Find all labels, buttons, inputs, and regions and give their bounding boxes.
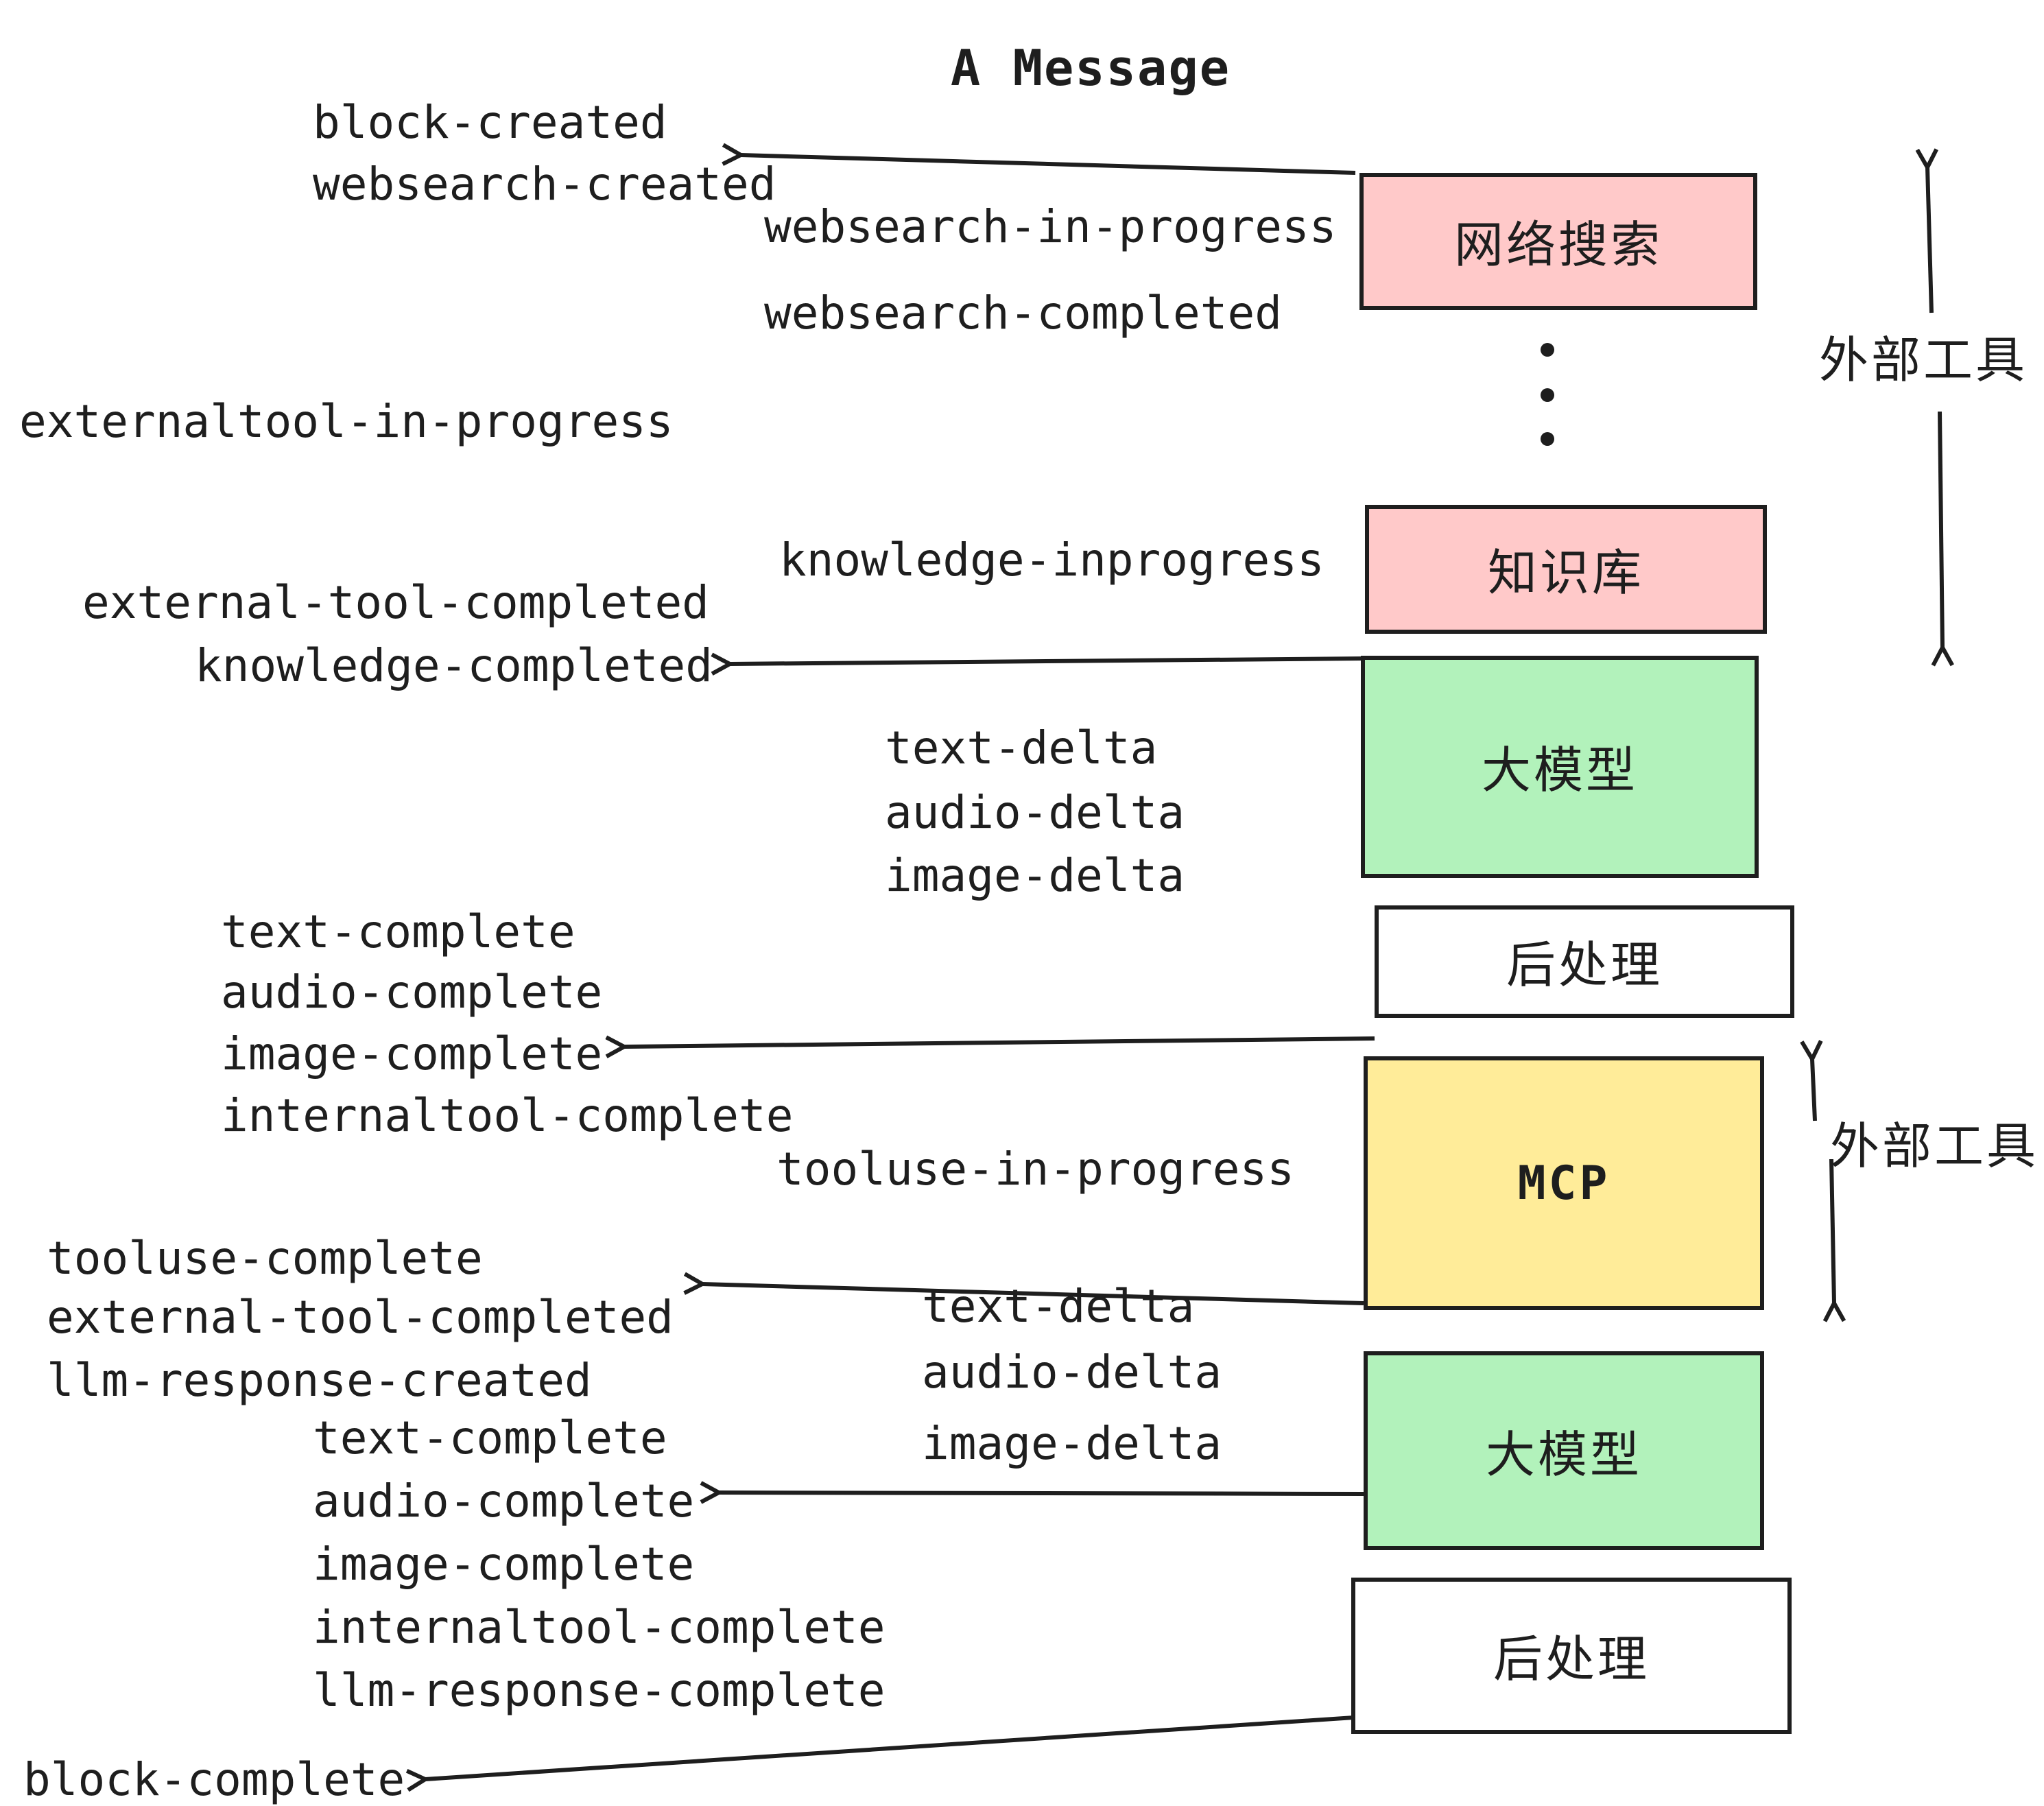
arrow-websearch-created	[741, 155, 1356, 175]
event-label-externaltool-in-progress: externaltool-in-progress	[19, 394, 674, 448]
box-mcp-label: MCP	[1517, 1156, 1611, 1211]
arrow-external-tool-down	[1940, 411, 1942, 647]
event-label-text-complete-2: text-complete	[313, 1411, 667, 1464]
event-label-tooluse-in-progress: tooluse-in-progress	[776, 1142, 1294, 1196]
event-label-tooluse-complete: tooluse-complete	[47, 1231, 483, 1285]
box-postprocess-1: 后处理	[1375, 905, 1794, 1018]
box-knowledge-label: 知识库	[1487, 546, 1644, 602]
box-llm-2: 大模型	[1364, 1351, 1764, 1550]
event-label-websearch-in-progress: websearch-in-progress	[764, 200, 1337, 253]
arrow-audio-complete	[719, 1493, 1364, 1494]
box-knowledge: 知识库	[1365, 505, 1767, 634]
event-label-image-delta: image-delta	[885, 848, 1185, 902]
box-llm-1-label: 大模型	[1481, 744, 1638, 800]
box-postprocess-2: 后处理	[1351, 1578, 1792, 1734]
arrow-external-tool-up	[1927, 167, 1932, 313]
arrow-tooluse-complete	[702, 1284, 1364, 1305]
arrow-knowledge-completed	[730, 658, 1364, 664]
external-tool-top-label: 外部工具	[1818, 333, 2028, 390]
event-label-image-complete: image-complete	[221, 1027, 603, 1080]
event-label-audio-delta-2: audio-delta	[922, 1345, 1222, 1399]
event-label-text-complete: text-complete	[221, 905, 575, 958]
event-label-llm-response-complete: llm-response-complete	[313, 1663, 886, 1717]
event-label-block-complete: block-complete	[23, 1752, 405, 1806]
ellipsis-dot	[1541, 432, 1554, 446]
box-llm-2-label: 大模型	[1485, 1427, 1642, 1484]
box-mcp: MCP	[1364, 1056, 1764, 1310]
event-label-external-tool-completed: external-tool-completed	[82, 575, 709, 629]
event-label-websearch-completed: websearch-completed	[764, 286, 1282, 340]
event-label-block-created: block-created	[313, 95, 667, 149]
arrow-block-complete	[425, 1715, 1355, 1779]
event-label-knowledge-inprogress: knowledge-inprogress	[779, 533, 1324, 586]
event-label-audio-delta: audio-delta	[885, 785, 1185, 839]
page-title: A Message	[950, 41, 1231, 97]
event-label-internaltool-complete: internaltool-complete	[221, 1089, 794, 1142]
event-label-text-delta-2: text-delta	[922, 1279, 1195, 1333]
box-postprocess-1-label: 后处理	[1506, 938, 1663, 995]
event-label-image-complete-2: image-complete	[313, 1537, 695, 1591]
arrow-image-complete	[624, 1038, 1375, 1047]
event-label-knowledge-completed: knowledge-completed	[195, 639, 713, 692]
event-label-external-tool-completed-2: external-tool-completed	[47, 1290, 674, 1344]
ellipsis-dot	[1541, 388, 1554, 402]
ellipsis-dot	[1541, 343, 1554, 357]
box-postprocess-2-label: 后处理	[1493, 1632, 1650, 1689]
event-label-internaltool-complete-2: internaltool-complete	[313, 1600, 886, 1654]
event-label-audio-complete-2: audio-complete	[313, 1474, 695, 1528]
event-label-text-delta: text-delta	[885, 721, 1158, 774]
event-label-audio-complete: audio-complete	[221, 965, 603, 1019]
box-websearch-label: 网络搜索	[1453, 218, 1663, 274]
arrow-mcp-external-up	[1812, 1059, 1815, 1121]
box-websearch: 网络搜索	[1359, 173, 1757, 310]
event-label-image-delta-2: image-delta	[922, 1416, 1222, 1470]
box-llm-1: 大模型	[1361, 656, 1759, 878]
event-label-websearch-created: websearch-created	[313, 157, 776, 211]
arrow-mcp-external-down	[1831, 1159, 1834, 1303]
event-label-llm-response-created: llm-response-created	[47, 1353, 592, 1407]
external-tool-mcp-label: 外部工具	[1829, 1119, 2039, 1176]
